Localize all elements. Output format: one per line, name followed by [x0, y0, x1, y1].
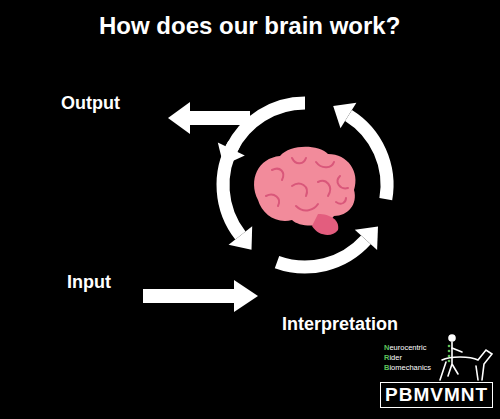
flow-label: Output: [61, 93, 120, 114]
input-arrow: [143, 280, 258, 312]
cycle-arrowhead: [355, 227, 378, 250]
logo-wordmark: PBMVMNT: [380, 382, 493, 408]
cycle-arrows: [218, 103, 387, 267]
spine-dots: [448, 345, 451, 363]
cycle-arrowhead: [229, 226, 253, 250]
logo-figure: [440, 335, 492, 380]
cycle-arc: [231, 103, 305, 149]
flow-label: Input: [67, 272, 111, 293]
output-arrow: [168, 102, 250, 134]
cycle-arc: [277, 240, 366, 267]
flow-label: Interpretation: [282, 314, 398, 335]
diagram-title: How does our brain work?: [99, 12, 400, 40]
logo-text: Biomechanics: [384, 364, 431, 372]
brain-icon: [254, 147, 355, 235]
logo-text: Rider: [384, 354, 402, 362]
cycle-arrowhead: [333, 103, 356, 129]
cycle-arrowhead: [218, 143, 245, 166]
logo-text: Neurocentric: [384, 344, 427, 352]
